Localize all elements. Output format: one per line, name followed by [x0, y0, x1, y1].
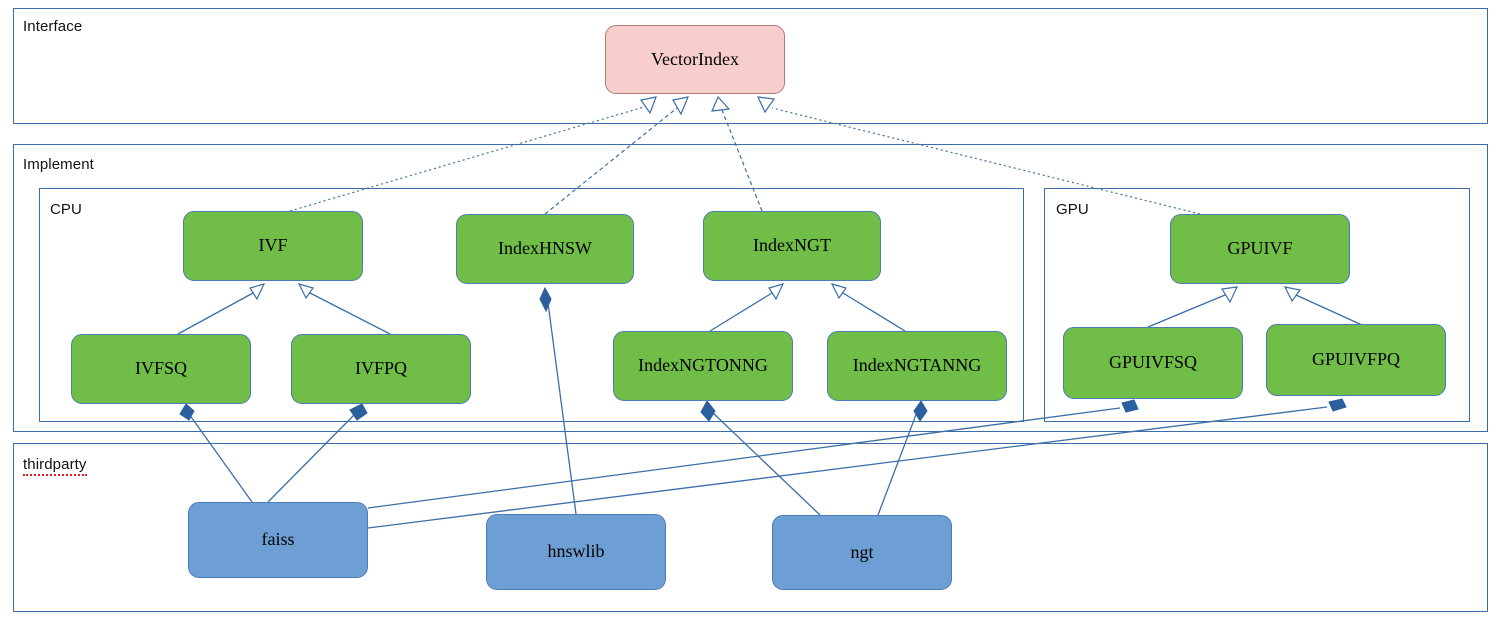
node-vectorindex-label: VectorIndex — [651, 48, 739, 69]
group-interface-label: Interface — [23, 18, 83, 35]
node-ivf[interactable]: IVF — [183, 211, 363, 281]
node-ivf-label: IVF — [258, 235, 288, 256]
node-vectorindex[interactable]: VectorIndex — [605, 25, 785, 94]
node-gpuivfsq[interactable]: GPUIVFSQ — [1063, 327, 1243, 399]
node-indexngtonng-label: IndexNGTONNG — [638, 355, 768, 376]
node-indexngtonng[interactable]: IndexNGTONNG — [613, 331, 793, 401]
node-faiss-label: faiss — [261, 529, 295, 550]
node-ivfpq-label: IVFPQ — [354, 358, 407, 379]
node-ngt[interactable]: ngt — [772, 515, 952, 590]
node-ngt-label: ngt — [850, 541, 874, 562]
group-thirdparty-label: thirdparty — [23, 456, 87, 476]
node-gpuivf-label: GPUIVF — [1227, 238, 1293, 259]
group-cpu-label: CPU — [50, 201, 82, 218]
group-gpu-label: GPU — [1056, 201, 1089, 218]
node-gpuivfsq-label: GPUIVFSQ — [1108, 352, 1198, 373]
node-ivfsq[interactable]: IVFSQ — [71, 334, 251, 404]
node-indexngtanng-label: IndexNGTANNG — [852, 355, 982, 376]
node-hnswlib-label: hnswlib — [547, 541, 605, 562]
node-indexngt-label: IndexNGT — [753, 235, 831, 256]
node-hnswlib[interactable]: hnswlib — [486, 514, 666, 590]
node-indexngtanng[interactable]: IndexNGTANNG — [827, 331, 1007, 401]
group-implement-label: Implement — [23, 156, 94, 173]
node-ivfsq-label: IVFSQ — [134, 358, 187, 379]
node-indexhnsw-label: IndexHNSW — [498, 238, 592, 259]
node-gpuivfpq[interactable]: GPUIVFPQ — [1266, 324, 1446, 396]
node-ivfpq[interactable]: IVFPQ — [291, 334, 471, 404]
node-indexhnsw[interactable]: IndexHNSW — [456, 214, 634, 284]
node-gpuivfpq-label: GPUIVFPQ — [1311, 349, 1401, 370]
node-faiss[interactable]: faiss — [188, 502, 368, 578]
node-indexngt[interactable]: IndexNGT — [703, 211, 881, 281]
node-gpuivf[interactable]: GPUIVF — [1170, 214, 1350, 284]
